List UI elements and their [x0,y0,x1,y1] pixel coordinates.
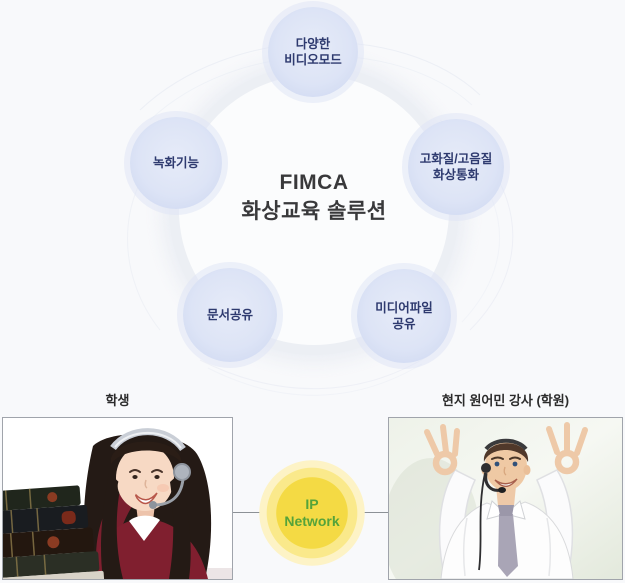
feature-node-media-sharing: 미디어파일 공유 [357,269,451,363]
feature-label: 다양한 비디오모드 [284,37,342,67]
ok-gesture-left [424,424,460,476]
feature-node-video-modes: 다양한 비디오모드 [268,7,358,97]
feature-node-recording: 녹화기능 [130,117,222,209]
instructor-photo-illustration [389,418,622,579]
feature-node-hq-video-call: 고화질/고음질 화상통화 [408,119,504,215]
book-stack [3,485,105,579]
instructor-photo [388,417,623,580]
ok-gesture-right [546,422,588,475]
tie [498,514,518,577]
feature-label: 미디어파일 공유 [375,301,433,331]
ip-network-node: IP Network [259,460,365,566]
headset-band [484,438,528,451]
student-photo [2,417,233,580]
instructor-caption: 현지 원어민 강사 (학원) [441,393,570,408]
feature-label: 고화질/고음질 화상통화 [419,152,493,182]
student-photo-illustration [3,418,232,579]
headset-earcup [173,463,191,481]
feature-label: 녹화기능 [152,156,199,170]
feature-node-doc-sharing: 문서공유 [183,268,277,362]
ip-network-label: IP Network [284,496,340,529]
diagram-title: FIMCA 화상교육 솔루션 [241,171,387,223]
feature-label: 문서공유 [206,308,253,322]
student-caption: 학생 [105,393,130,408]
